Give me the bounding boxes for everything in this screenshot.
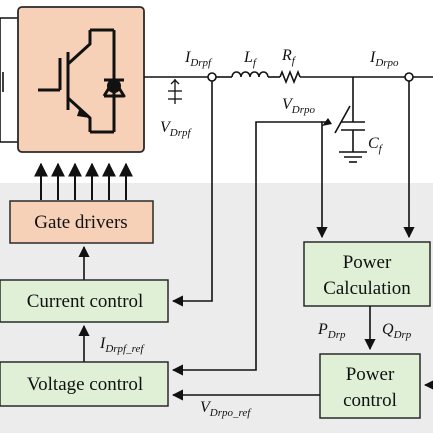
label-l-f: Lf (243, 49, 258, 69)
resistor-rf-icon (279, 69, 301, 85)
current-control-label: Current control (27, 291, 144, 312)
wire-vdrpo-feedback (171, 121, 322, 376)
power-calculation-label-1: Power (343, 252, 392, 273)
label-v-drpo: VDrpo (282, 96, 316, 116)
vdrpo-sense-tap (334, 105, 351, 134)
gate-signal-arrows (34, 162, 133, 200)
voltage-control-label: Voltage control (27, 374, 143, 395)
label-q-drp: QDrp (382, 321, 412, 341)
capacitor-cf-icon (341, 77, 365, 152)
power-calculation-block: Power Calculation (303, 241, 431, 307)
label-v-drpf: VDrpf (160, 119, 193, 139)
idrpf-sensor-node (207, 72, 217, 82)
label-i-drpo: IDrpo (369, 49, 399, 69)
inductor-lf-icon (231, 71, 269, 78)
label-r-f: Rf (281, 47, 297, 67)
ground-icon (339, 151, 367, 163)
left-source-stub (0, 17, 18, 143)
current-control-block: Current control (0, 279, 169, 323)
voltage-control-block: Voltage control (0, 361, 169, 407)
label-p-drp: PDrp (317, 321, 346, 341)
power-calculation-label-2: Calculation (323, 278, 411, 299)
label-v-drpo-ref: VDrpo_ref (200, 399, 252, 419)
gate-drivers-label: Gate drivers (34, 212, 127, 233)
power-control-block: Power control (319, 353, 421, 419)
label-i-drpf: IDrpf (184, 49, 213, 69)
label-c-f: Cf (368, 135, 384, 155)
vdrpf-voltage-indicator (168, 79, 182, 104)
node-dot-icon (107, 79, 121, 93)
wire-idrpf-feedback (171, 81, 213, 307)
emitter-arrow-icon (77, 107, 90, 118)
label-i-drpf-ref: IDrpf_ref (99, 335, 145, 355)
power-control-label-1: Power (346, 364, 395, 385)
power-control-label-2: control (343, 390, 397, 411)
gate-drivers-block: Gate drivers (9, 200, 154, 244)
converter-block (17, 6, 145, 153)
idrpo-sensor-node (404, 72, 414, 82)
vdrpo-tap-arrow-icon (322, 118, 332, 126)
